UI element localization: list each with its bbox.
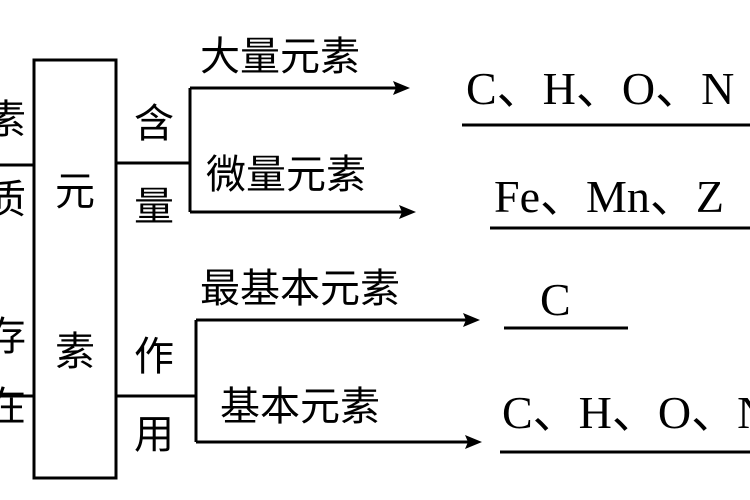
function-label-char-2: 用	[134, 412, 174, 458]
function-label-char-1: 作	[134, 334, 174, 380]
element-box-char-2: 素	[55, 329, 95, 375]
left-edge-char-1: 素	[0, 97, 26, 143]
trace-elements-arrowhead	[399, 205, 416, 219]
major-elements-label: 大量元素	[200, 34, 360, 80]
major-elements-arrowhead	[393, 81, 410, 95]
content-label-char-2: 量	[134, 184, 174, 230]
element-box	[32, 58, 118, 480]
basic-elements-label: 基本元素	[220, 384, 380, 430]
basic-elements-answer: C、H、O、N	[502, 387, 750, 438]
most-basic-element-answer: C	[540, 274, 571, 325]
basic-elements-arrowhead	[465, 435, 482, 449]
trace-elements-answer: Fe、Mn、Z	[494, 171, 724, 222]
left-edge-char-4: 在	[0, 384, 26, 430]
left-edge-char-2: 质	[0, 177, 26, 223]
left-edge-char-3: 存	[0, 314, 26, 360]
most-basic-element-arrowhead	[463, 313, 480, 327]
major-elements-answer: C、H、O、N	[466, 63, 734, 114]
content-label-char-1: 含	[134, 101, 174, 147]
trace-elements-label: 微量元素	[206, 152, 366, 198]
most-basic-element-label: 最基本元素	[200, 266, 400, 312]
element-box-char-1: 元	[55, 169, 95, 215]
